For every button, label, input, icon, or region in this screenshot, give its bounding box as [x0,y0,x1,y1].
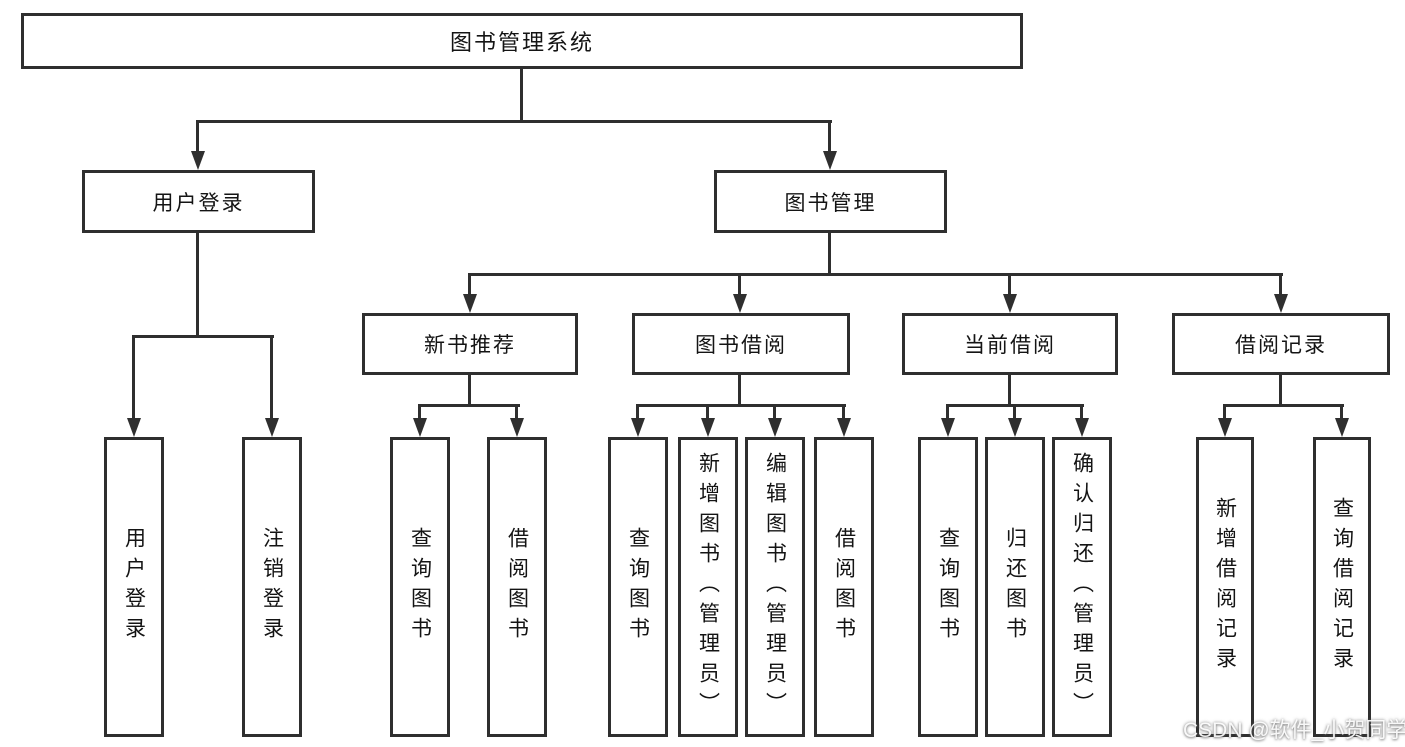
node-book-management: 图书管理 [714,170,947,233]
arrowhead [823,151,837,170]
connector-to-leaf [842,404,845,420]
connector-to-user-login [196,120,199,152]
arrowhead [1008,418,1022,437]
connector-to-borrowing-records [1279,273,1282,297]
arrowhead [1218,418,1232,437]
connector-to-leaf [515,404,518,420]
connector-to-leaf [1080,404,1083,420]
connector-book-management-stem [828,233,831,276]
connector-user-login-split [132,335,274,338]
arrowhead [1335,418,1349,437]
arrowhead [701,418,715,437]
connector-to-leaf [636,404,639,420]
arrowhead [837,418,851,437]
connector-to-current-borrowing [1008,273,1011,297]
node-borrowing-records: 借阅记录 [1172,313,1390,375]
connector-to-leaf [1340,404,1343,420]
leaf-br-add-record: 新增借阅记录 [1196,437,1254,737]
node-book-borrowing: 图书借阅 [632,313,850,375]
connector-to-book-borrowing [738,273,741,297]
leaf-bb-borrow-books: 借阅图书 [814,437,874,737]
leaf-bb-query-books: 查询图书 [608,437,668,737]
arrowhead [413,418,427,437]
connector-to-new-book-recommend [468,273,471,297]
arrowhead [1274,294,1288,313]
leaf-nb-borrow-books: 借阅图书 [487,437,547,737]
connector-user-login-stem [196,233,199,338]
leaf-nb-query-books: 查询图书 [390,437,450,737]
arrowhead [941,418,955,437]
leaf-cb-confirm-return-admin: 确认归还（管理员） [1052,437,1112,737]
leaf-cb-query-books: 查询图书 [918,437,978,737]
connector-to-leaf [418,404,421,420]
connector-to-leaf [132,335,135,420]
connector-to-leaf [1223,404,1226,420]
leaf-logout: 注销登录 [242,437,302,737]
connector-stem [1008,375,1011,407]
connector-book-management-split [468,273,1283,276]
arrowhead [768,418,782,437]
csdn-watermark: CSDN @软件_小贺同学 [1183,719,1405,742]
leaf-bb-edit-books-admin: 编辑图书（管理员） [745,437,805,737]
leaf-user-login: 用户登录 [104,437,164,737]
leaf-br-query-record: 查询借阅记录 [1313,437,1371,737]
node-new-book-recommend: 新书推荐 [362,313,578,375]
leaf-cb-return-books: 归还图书 [985,437,1045,737]
connector-split [1223,404,1344,407]
arrowhead [631,418,645,437]
arrowhead [127,418,141,437]
leaf-bb-add-books-admin: 新增图书（管理员） [678,437,738,737]
arrowhead [191,151,205,170]
connector-to-leaf [946,404,949,420]
arrowhead [265,418,279,437]
connector-to-leaf [270,335,273,420]
node-user-login: 用户登录 [82,170,315,233]
connector-to-leaf [706,404,709,420]
connector-root-stem [520,69,523,123]
connector-split [636,404,846,407]
connector-stem [738,375,741,407]
connector-to-book-management [828,120,831,152]
connector-stem [468,375,471,407]
node-current-borrowing: 当前借阅 [902,313,1118,375]
arrowhead [1003,294,1017,313]
connector-to-leaf [773,404,776,420]
arrowhead [510,418,524,437]
connector-split [418,404,520,407]
connector-to-leaf [1013,404,1016,420]
node-root: 图书管理系统 [21,13,1023,69]
arrowhead [1075,418,1089,437]
arrowhead [463,294,477,313]
connector-root-split [196,120,832,123]
connector-stem [1279,375,1282,407]
arrowhead [733,294,747,313]
